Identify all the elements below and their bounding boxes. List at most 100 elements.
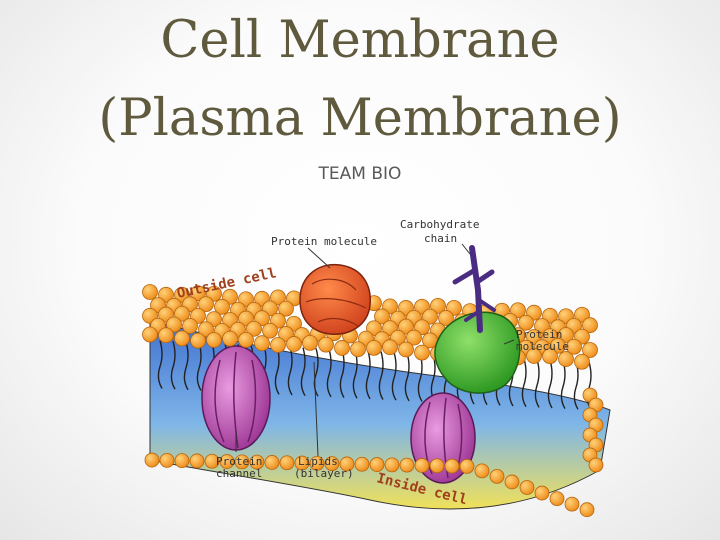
fatty-acid-tail <box>573 361 579 410</box>
phospholipid-head <box>519 480 535 495</box>
phospholipid-head <box>254 310 270 327</box>
phospholipid-head <box>566 338 582 355</box>
fatty-acid-tail <box>378 351 384 400</box>
phospholipid-head <box>158 327 174 344</box>
phospholipid-head <box>219 454 235 469</box>
label-lipids-1: Lipids <box>298 455 338 468</box>
fatty-acid-tail <box>183 341 189 391</box>
fatty-acid-tail <box>339 349 345 398</box>
title-line-1: Cell Membrane <box>160 11 560 70</box>
phospholipid-head <box>190 332 206 349</box>
phospholipid-head <box>142 326 158 343</box>
green-protein-molecule <box>434 311 521 394</box>
phospholipid-head <box>564 496 580 512</box>
fatty-acid-tail <box>365 350 371 400</box>
phospholipid-head <box>534 485 550 501</box>
fatty-acid-tail <box>547 359 553 409</box>
phospholipid-head <box>278 300 294 317</box>
phospholipid-head <box>574 353 590 370</box>
phospholipid-head <box>459 458 475 474</box>
phospholipid-head <box>189 453 205 469</box>
phospholipid-head <box>262 322 278 339</box>
phospholipid-head <box>339 456 355 472</box>
phospholipid-head <box>294 455 310 471</box>
phospholipid-head <box>406 329 422 346</box>
fatty-acid-tail <box>417 353 423 402</box>
phospholipid-head <box>398 318 414 335</box>
phospholipid-head <box>174 330 190 347</box>
phospholipid-head <box>222 330 238 347</box>
phospholipid-head <box>249 454 265 470</box>
phospholipid-head <box>174 305 190 322</box>
phospholipid-head <box>558 327 574 343</box>
phospholipid-head <box>384 457 400 473</box>
phospholipid-head <box>354 456 370 472</box>
phospholipid-head <box>238 291 254 308</box>
phospholipid-head <box>382 339 398 356</box>
phospholipid-head <box>579 502 595 518</box>
phospholipid-head <box>398 341 414 358</box>
phospholipid-head <box>369 457 385 472</box>
phospholipid-head <box>582 342 598 358</box>
phospholipid-head <box>286 336 302 352</box>
phospholipid-head <box>182 318 198 334</box>
phospholipid-head <box>366 340 382 356</box>
phospholipid-head <box>302 334 318 351</box>
phospholipid-head <box>526 348 542 364</box>
slide-subtitle: TEAM BIO <box>318 164 402 184</box>
label-protein-channel-2: channel <box>216 467 262 480</box>
phospholipid-head <box>270 337 286 353</box>
phospholipid-head <box>414 458 430 473</box>
phospholipid-head <box>430 297 446 314</box>
phospholipid-head <box>504 474 520 490</box>
fatty-acid-tail <box>534 359 540 408</box>
phospholipid-head <box>489 468 505 484</box>
phospholipid-head <box>350 341 366 358</box>
phospholipid-head <box>206 332 222 348</box>
phospholipid-head <box>518 314 534 331</box>
phospholipid-head <box>254 335 270 352</box>
phospholipid-head <box>198 296 214 313</box>
title-line-2: (Plasma Membrane) <box>98 89 622 148</box>
fatty-acid-tail <box>170 340 176 390</box>
carbohydrate-chain <box>452 245 496 333</box>
label-carbohydrate-2: chain <box>424 232 457 245</box>
phospholipid-head <box>264 455 280 470</box>
phospholipid-head <box>142 284 158 300</box>
phospholipid-head <box>279 455 295 471</box>
phospholipid-head <box>309 455 325 471</box>
phospholipid-head <box>190 285 206 302</box>
phospholipid-head <box>558 351 574 367</box>
label-carbohydrate-1: Carbohydrate <box>400 218 479 231</box>
fatty-acid-tail <box>560 360 566 410</box>
phospholipid-head <box>474 463 490 479</box>
phospholipid-head <box>334 340 350 356</box>
fatty-acid-tail <box>326 348 332 398</box>
phospholipid-head <box>510 302 526 319</box>
phospholipid-head <box>414 344 430 361</box>
label-protein-molecule-right-1: Protein <box>516 328 562 341</box>
phospholipid-head <box>174 453 190 469</box>
phospholipid-head <box>429 458 445 474</box>
red-protein-molecule <box>299 263 371 335</box>
fatty-acid-tail <box>352 350 358 399</box>
phospholipid-head <box>542 348 558 365</box>
phospholipid-head <box>374 308 390 325</box>
phospholipid-head <box>270 289 286 306</box>
fatty-acid-tail <box>274 346 280 395</box>
phospholipid-head <box>399 457 415 473</box>
label-protein-molecule-top: Protein molecule <box>271 235 377 248</box>
phospholipid-head <box>246 320 262 337</box>
label-lipids-2: (bilayer) <box>294 467 354 480</box>
fatty-acid-tail <box>287 346 293 396</box>
phospholipid-head <box>588 457 604 473</box>
phospholipid-head <box>144 452 160 468</box>
label-protein-channel-1: Protein <box>216 455 262 468</box>
phospholipid-head <box>574 306 590 323</box>
phospholipid-head <box>214 298 230 315</box>
fatty-acid-tail <box>300 347 306 397</box>
slide-title: Cell Membrane (Plasma Membrane) <box>0 2 720 158</box>
phospholipid-head <box>238 331 254 348</box>
phospholipid-head <box>198 321 214 338</box>
